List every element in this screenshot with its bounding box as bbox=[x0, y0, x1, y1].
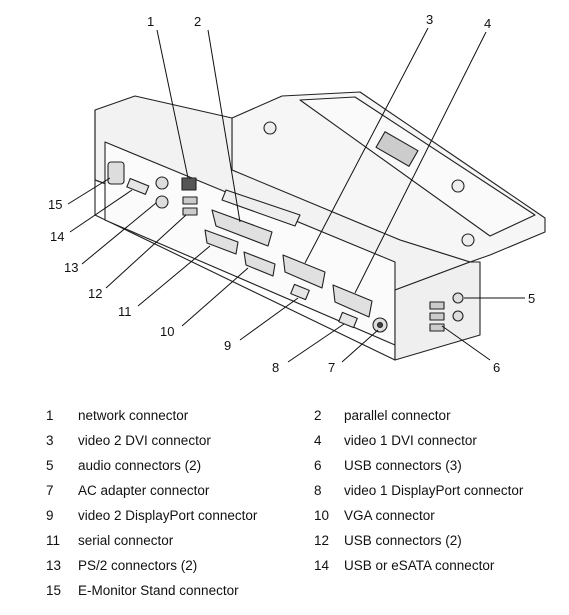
side-usb-connector-2 bbox=[429, 312, 445, 321]
legend-number: 15 bbox=[46, 583, 62, 598]
legend-label: VGA connector bbox=[344, 508, 435, 523]
legend-label: USB or eSATA connector bbox=[344, 558, 495, 573]
callout-9: 9 bbox=[224, 338, 231, 353]
callout-8: 8 bbox=[272, 360, 279, 375]
legend-number: 14 bbox=[314, 558, 330, 573]
audio-connector-2 bbox=[452, 310, 464, 322]
legend-label: serial connector bbox=[78, 533, 174, 548]
legend-label: video 2 DVI connector bbox=[78, 433, 211, 448]
legend-number: 3 bbox=[46, 433, 54, 448]
callout-3: 3 bbox=[426, 12, 433, 27]
legend-label: E-Monitor Stand connector bbox=[78, 583, 239, 598]
legend-number: 1 bbox=[46, 408, 54, 423]
legend-number: 12 bbox=[314, 533, 330, 548]
legend-number: 7 bbox=[46, 483, 54, 498]
legend-label: network connector bbox=[78, 408, 189, 423]
callout-4: 4 bbox=[484, 16, 491, 31]
legend-number: 10 bbox=[314, 508, 330, 523]
audio-connector-1 bbox=[452, 292, 464, 304]
video1-displayport-connector bbox=[338, 311, 358, 329]
legend-number: 6 bbox=[314, 458, 322, 473]
usb-connector-2 bbox=[182, 207, 198, 216]
legend-number: 11 bbox=[46, 533, 61, 548]
legend-number: 4 bbox=[314, 433, 322, 448]
vga-connector bbox=[243, 251, 276, 277]
callout-11: 11 bbox=[118, 304, 132, 319]
usb-esata-connector bbox=[126, 177, 150, 195]
callout-5: 5 bbox=[528, 291, 535, 306]
usb-connector-1 bbox=[182, 196, 198, 205]
video2-displayport-connector bbox=[290, 283, 310, 301]
legend-label: AC adapter connector bbox=[78, 483, 210, 498]
legend-label: parallel connector bbox=[344, 408, 451, 423]
callout-6: 6 bbox=[493, 360, 500, 375]
docking-station-diagram: 1 2 3 4 5 6 7 8 9 10 11 12 13 14 15 bbox=[48, 12, 546, 375]
legend-label: USB connectors (3) bbox=[344, 458, 462, 473]
legend-label: video 2 DisplayPort connector bbox=[78, 508, 258, 523]
parallel-connector bbox=[211, 209, 273, 247]
ps2-connector-2 bbox=[155, 195, 169, 209]
callout-14: 14 bbox=[50, 229, 64, 244]
legend-number: 5 bbox=[46, 458, 54, 473]
legend-number: 13 bbox=[46, 558, 62, 573]
serial-connector bbox=[204, 229, 239, 255]
legend-label: video 1 DisplayPort connector bbox=[344, 483, 524, 498]
callout-13: 13 bbox=[64, 260, 78, 275]
video1-dvi-connector bbox=[332, 284, 373, 318]
network-connector bbox=[181, 177, 197, 191]
legend-number: 2 bbox=[314, 408, 322, 423]
legend-number: 9 bbox=[46, 508, 54, 523]
legend-label: USB connectors (2) bbox=[344, 533, 462, 548]
video2-dvi-connector bbox=[282, 254, 326, 289]
legend-label: video 1 DVI connector bbox=[344, 433, 477, 448]
legend-number: 8 bbox=[314, 483, 322, 498]
legend-label: PS/2 connectors (2) bbox=[78, 558, 198, 573]
side-usb-connector-1 bbox=[429, 301, 445, 310]
ps2-connector-1 bbox=[155, 176, 169, 190]
e-monitor-stand-connector bbox=[107, 161, 125, 185]
callout-10: 10 bbox=[160, 324, 174, 339]
callout-2: 2 bbox=[194, 14, 201, 29]
legend-label: audio connectors (2) bbox=[78, 458, 202, 473]
callout-12: 12 bbox=[88, 286, 102, 301]
callout-1: 1 bbox=[147, 14, 154, 29]
side-usb-connector-3 bbox=[429, 323, 445, 332]
callout-7: 7 bbox=[328, 360, 335, 375]
callout-15: 15 bbox=[48, 197, 62, 212]
